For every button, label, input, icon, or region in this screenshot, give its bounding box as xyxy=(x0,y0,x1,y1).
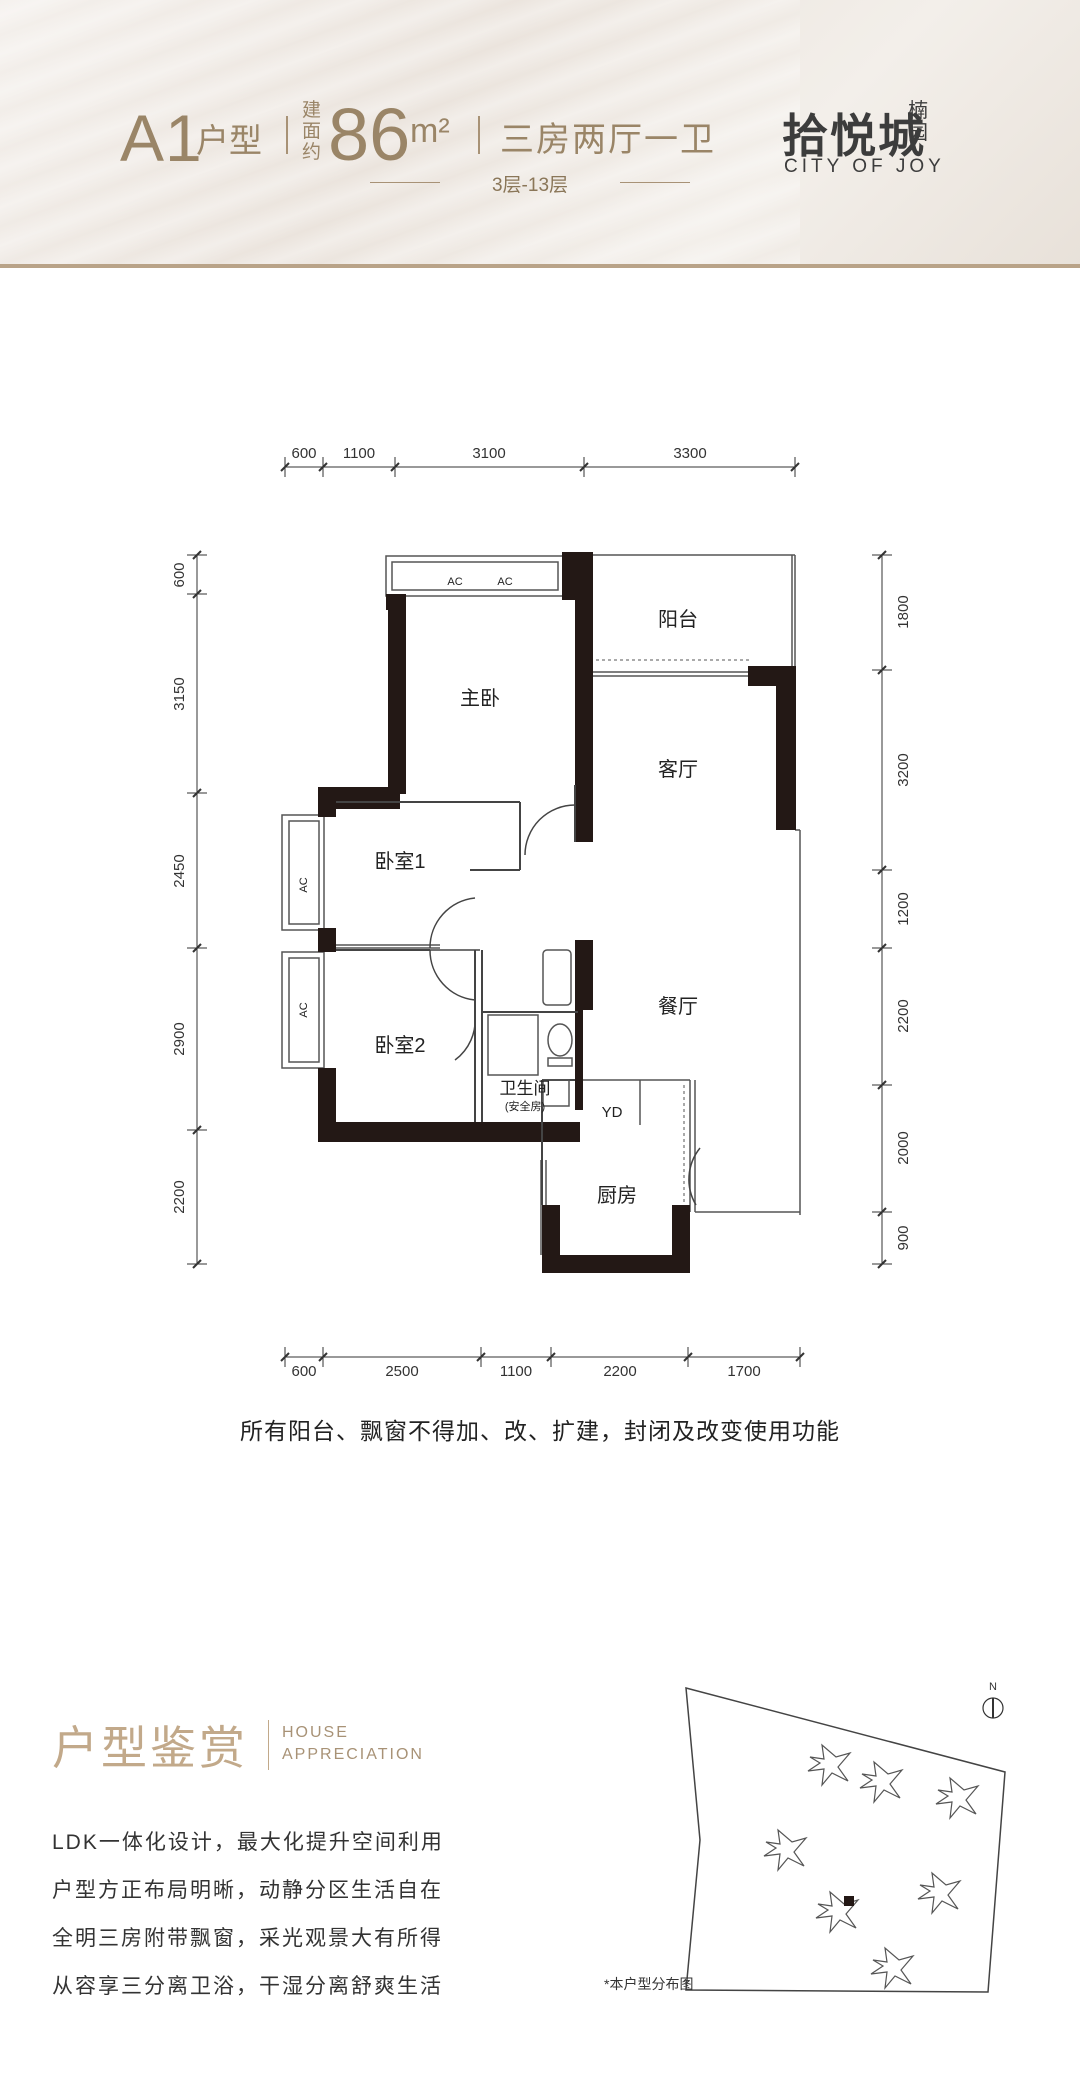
ac-unit-label: AC xyxy=(447,576,462,588)
room-kitchen: 厨房 xyxy=(597,1184,637,1207)
dim-right-6: 900 xyxy=(895,1225,912,1250)
room-bathroom-note: (安全房) xyxy=(505,1099,545,1113)
ac-unit-label: AC xyxy=(298,877,310,892)
window-dashes xyxy=(596,659,752,1205)
door-swings xyxy=(429,804,701,1206)
north-arrow-icon xyxy=(982,1697,1004,1719)
unit-type-label: 户型 xyxy=(196,122,262,159)
fixtures xyxy=(487,949,573,1107)
dim-right-2: 3200 xyxy=(895,753,912,786)
brand-logo: 拾悦城 xyxy=(782,110,926,162)
dim-bottom-2: 2500 xyxy=(385,1363,418,1380)
yd-label: YD xyxy=(602,1104,623,1121)
unit-location-marker xyxy=(844,1896,854,1906)
room-master-bedroom: 主卧 xyxy=(460,687,500,710)
area-label: 建面约 xyxy=(302,100,322,163)
appreciation-divider xyxy=(268,1720,269,1770)
area-unit: m² xyxy=(410,112,450,150)
header-divider xyxy=(0,264,1080,268)
appreciation-title: 户型鉴赏 xyxy=(52,1722,248,1774)
appreciation-line: 全明三房附带飘窗，采光观景大有所得 xyxy=(52,1927,443,1950)
floor-rule-left xyxy=(370,182,440,183)
building-footprints xyxy=(763,1743,980,1990)
ac-unit-label: AC xyxy=(497,576,512,588)
unit-code: A1 xyxy=(120,101,203,175)
dim-left-1: 600 xyxy=(171,562,188,587)
area-value: 86 xyxy=(328,93,411,176)
dim-right-1: 1800 xyxy=(895,595,912,628)
room-balcony: 阳台 xyxy=(658,608,698,631)
appreciation-en: HOUSE APPRECIATION xyxy=(282,1722,424,1766)
floor-range: 3层-13层 xyxy=(491,175,569,196)
dim-left-2: 3150 xyxy=(171,677,188,710)
dim-left-4: 2900 xyxy=(171,1022,188,1055)
dim-top-2: 1100 xyxy=(343,445,375,462)
brand-logo-en: CITY OF JOY xyxy=(784,156,945,177)
dim-right-4: 2200 xyxy=(895,999,912,1032)
header-banner: A1 户型 建面约 86 m² 三房两厅一卫 3层-13层 拾悦城 楠园 CIT… xyxy=(0,0,1080,268)
appreciation-line: 从容享三分离卫浴，干湿分离舒爽生活 xyxy=(52,1975,443,1998)
structural-walls xyxy=(318,552,796,1273)
brand-logo-sub: 楠园 xyxy=(908,100,928,144)
dim-left-5: 2200 xyxy=(171,1180,188,1213)
dimension-ticks xyxy=(192,462,887,1362)
usage-notice: 所有阳台、飘窗不得加、改、扩建，封闭及改变使用功能 xyxy=(240,1418,840,1444)
room-dining: 餐厅 xyxy=(658,995,698,1018)
dim-bottom-3: 1100 xyxy=(500,1363,532,1380)
interior-partitions xyxy=(336,785,578,1205)
dim-right-5: 2000 xyxy=(895,1131,912,1164)
dim-left-3: 2450 xyxy=(171,854,188,887)
divider xyxy=(478,116,480,154)
dim-top-3: 3100 xyxy=(472,445,505,462)
divider xyxy=(286,116,288,154)
floor-plan: 600 1100 3100 3300 600 2500 1100 2200 17… xyxy=(171,445,912,1380)
dim-top-1: 600 xyxy=(291,445,316,462)
appreciation-line: LDK一体化设计，最大化提升空间利用 xyxy=(52,1831,444,1854)
room-summary: 三房两厅一卫 xyxy=(500,121,716,159)
north-label: N xyxy=(989,1681,997,1693)
site-boundary xyxy=(685,1687,1006,1993)
appreciation-en-line1: HOUSE xyxy=(282,1724,349,1741)
room-bathroom: 卫生间 xyxy=(500,1079,551,1098)
site-map-caption: *本户型分布图 xyxy=(604,1976,694,1992)
room-bedroom-2: 卧室2 xyxy=(374,1034,425,1057)
dim-top-4: 3300 xyxy=(673,445,706,462)
ac-unit-label: AC xyxy=(298,1002,310,1017)
floor-rule-right xyxy=(620,182,690,183)
appreciation-line: 户型方正布局明晰，动静分区生活自在 xyxy=(52,1879,443,1902)
dim-bottom-4: 2200 xyxy=(603,1363,636,1380)
room-bedroom-1: 卧室1 xyxy=(374,850,425,873)
room-living: 客厅 xyxy=(658,758,698,781)
appreciation-en-line2: APPRECIATION xyxy=(282,1746,424,1763)
dim-bottom-1: 600 xyxy=(291,1363,316,1380)
dim-bottom-5: 1700 xyxy=(727,1363,760,1380)
dim-right-3: 1200 xyxy=(895,892,912,925)
